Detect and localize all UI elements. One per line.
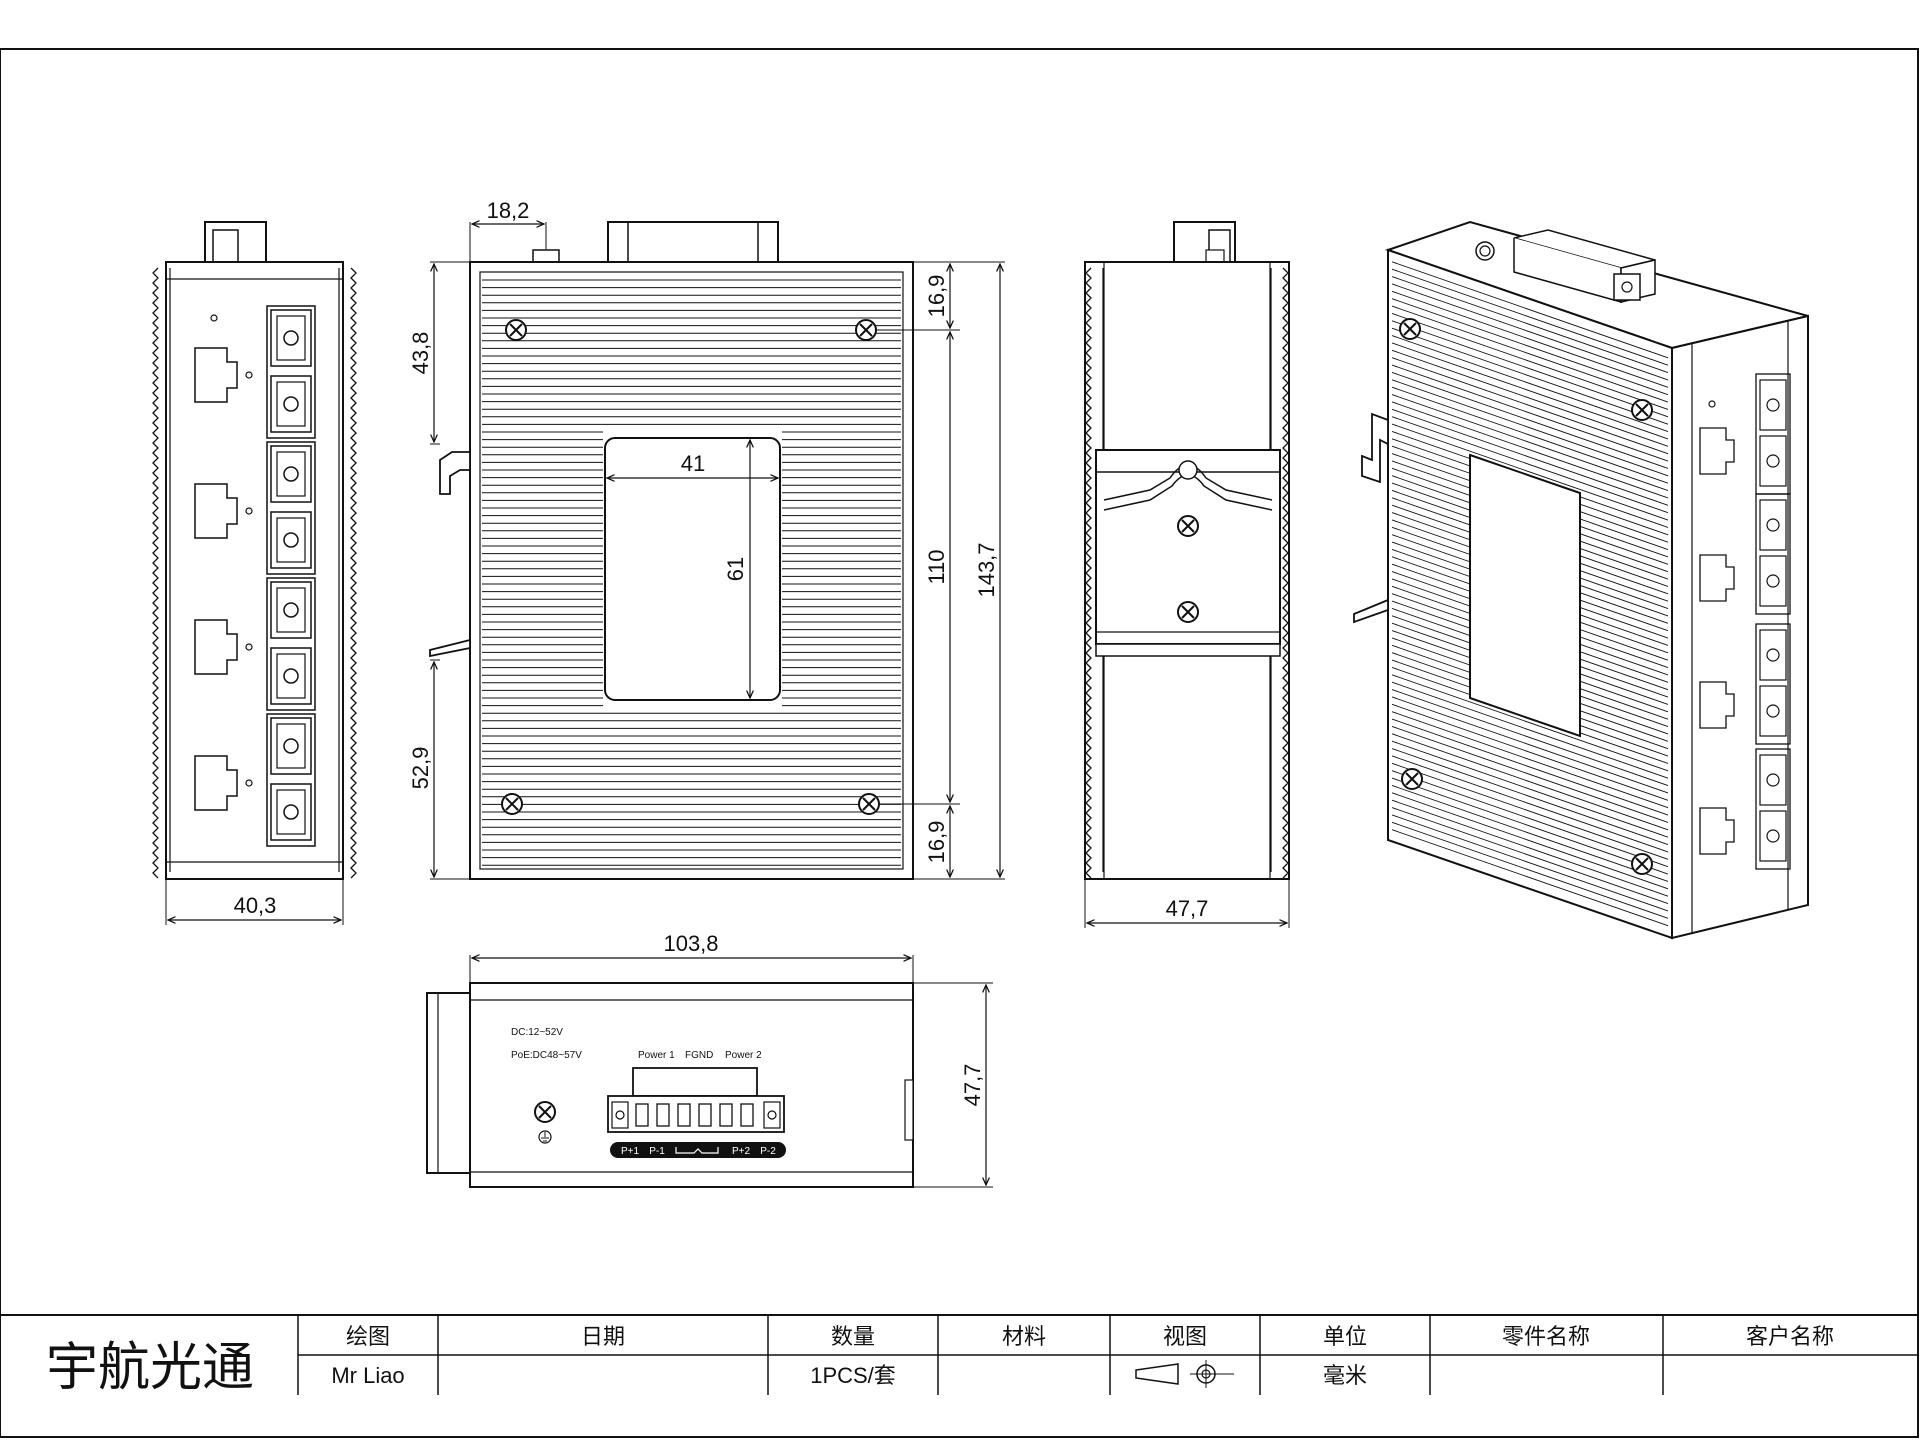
- drawing-frame: [0, 48, 1919, 1438]
- dim-screw-offset-top: 16,9: [924, 275, 949, 318]
- rj45-port-icon: [1699, 554, 1735, 602]
- phillips-screw-icon: [1631, 399, 1653, 421]
- phillips-screw-icon: [855, 319, 877, 341]
- left-side-view: 40,3: [152, 221, 357, 925]
- right-side-view: 47,7: [1084, 221, 1290, 928]
- value-unit: 毫米: [1323, 1363, 1367, 1388]
- header-unit: 单位: [1323, 1324, 1367, 1349]
- sc-fiber-port-icon: [270, 511, 312, 569]
- header-customer-name: 客户名称: [1746, 1324, 1834, 1349]
- phillips-screw-icon: [501, 793, 523, 815]
- dim-window-height: 61: [723, 557, 748, 581]
- rj45-port-icon: [1699, 807, 1735, 855]
- pin-p1-minus: P-1: [649, 1146, 665, 1157]
- bottom-view: DC:12~52V PoE:DC48~57V Power 1 FGND Powe…: [426, 931, 993, 1188]
- third-angle-projection-icon: [1135, 1360, 1234, 1388]
- dim-bottom-view-height: 47,7: [960, 1064, 985, 1107]
- left-view-serrated-edges: [152, 267, 357, 879]
- sc-fiber-port-icon: [270, 309, 312, 367]
- phillips-screw-icon: [1177, 515, 1199, 537]
- dim-screw-offset-bottom: 16,9: [924, 821, 949, 864]
- header-view: 视图: [1163, 1324, 1207, 1349]
- title-block: 宇航光通 绘图 日期 数量 材料 视图 单位 零件名称 客户名称 Mr Liao…: [0, 1314, 1918, 1397]
- power1-label: Power 1: [638, 1050, 675, 1061]
- phillips-screw-icon: [1401, 768, 1423, 790]
- rj45-port-icon: [1699, 427, 1735, 475]
- dim-right-view-width: 47,7: [1166, 896, 1209, 921]
- rj45-port-icon: [1699, 681, 1735, 729]
- dim-screw-spacing: 110: [924, 549, 949, 584]
- header-drawer: 绘图: [346, 1324, 390, 1349]
- sc-fiber-port-icon: [270, 647, 312, 705]
- header-material: 材料: [1002, 1324, 1046, 1349]
- sc-fiber-port-icon: [270, 445, 312, 503]
- dim-connector-offset: 18,2: [487, 198, 530, 223]
- value-quantity: 1PCS/套: [810, 1363, 896, 1388]
- phillips-screw-icon: [1631, 853, 1653, 875]
- dim-bottom-to-window: 52,9: [408, 747, 433, 790]
- ground-symbol-icon: [534, 1101, 556, 1144]
- sc-fiber-port-icon: [270, 717, 312, 775]
- front-view: 41 61 18,2 43,8 52,9 16,9 110 16: [408, 198, 1005, 880]
- voltage-dc-label: DC:12~52V: [511, 1027, 563, 1038]
- ground-terminal: [532, 249, 560, 263]
- power2-label: Power 2: [725, 1050, 762, 1061]
- label-window: [604, 437, 781, 701]
- led-indicator: [210, 314, 218, 322]
- header-date: 日期: [581, 1324, 625, 1349]
- dim-front-height: 143,7: [974, 542, 999, 597]
- sc-fiber-port-icon: [270, 581, 312, 639]
- fgnd-label: FGND: [685, 1050, 713, 1061]
- company-name: 宇航光通: [46, 1339, 254, 1397]
- dim-bottom-view-width: 103,8: [663, 931, 718, 956]
- isometric-view: [1353, 220, 1809, 940]
- dim-window-width: 41: [681, 451, 705, 476]
- dim-left-view-width: 40,3: [234, 893, 277, 918]
- voltage-poe-label: PoE:DC48~57V: [511, 1050, 582, 1061]
- din-rail-clip: [439, 451, 471, 495]
- phillips-screw-icon: [858, 793, 880, 815]
- header-part-name: 零件名称: [1502, 1324, 1590, 1349]
- sc-fiber-port-icon: [270, 375, 312, 433]
- phillips-screw-icon: [505, 319, 527, 341]
- pin-p2-minus: P-2: [760, 1146, 776, 1157]
- dim-top-to-window: 43,8: [408, 332, 433, 375]
- heatsink-fins: [482, 279, 901, 866]
- sc-fiber-port-icon: [270, 783, 312, 841]
- header-quantity: 数量: [831, 1324, 875, 1349]
- phillips-screw-icon: [1399, 318, 1421, 340]
- value-drawer: Mr Liao: [331, 1363, 404, 1388]
- terminal-block: [632, 1067, 758, 1097]
- pin-p1-plus: P+1: [621, 1146, 640, 1157]
- pin-label-strip: [610, 1142, 786, 1158]
- phillips-screw-icon: [1177, 601, 1199, 623]
- pin-p2-plus: P+2: [732, 1146, 751, 1157]
